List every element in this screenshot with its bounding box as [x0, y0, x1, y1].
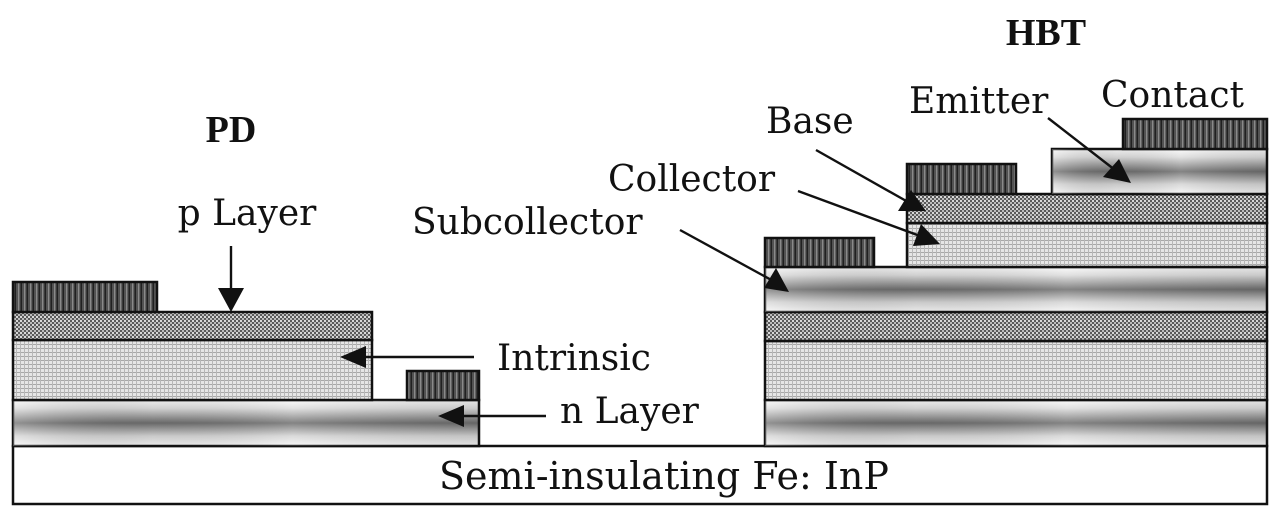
- intrinsic-label: Intrinsic: [497, 338, 651, 379]
- pd-p-contact: [11, 280, 159, 314]
- substrate-layer: [11, 444, 1269, 506]
- n-layer-arrowhead: [438, 405, 464, 427]
- base-label: Base: [766, 101, 854, 142]
- emitter-label: Emitter: [909, 81, 1049, 122]
- p-layer-label: p Layer: [178, 193, 318, 234]
- hbt-base-contact: [905, 162, 1018, 196]
- hbt-bottom-intrinsic-layer: [763, 339, 1269, 402]
- hbt-title: HBT: [1006, 12, 1086, 54]
- pd-device: [11, 280, 481, 448]
- hbt-collector-layer: [905, 221, 1269, 269]
- leader-lines: [218, 117, 1131, 427]
- intrinsic-arrowhead: [340, 346, 366, 368]
- pd-p-layer: [11, 310, 374, 342]
- pd-intrinsic-layer: [11, 338, 374, 402]
- subcollector-arrowhead: [764, 268, 789, 292]
- hbt-collector-contact: [763, 236, 876, 269]
- p-layer-arrowhead: [218, 288, 244, 312]
- contact-label: Contact: [1101, 75, 1244, 116]
- n-layer-label: n Layer: [560, 391, 700, 432]
- hbt-bottom-p-layer: [763, 310, 1269, 343]
- substrate-label: Semi-insulating Fe: InP: [439, 454, 889, 498]
- collector-arrowhead: [913, 224, 940, 246]
- collector-label: Collector: [608, 159, 776, 200]
- hbt-base-layer: [905, 192, 1269, 225]
- subcollector-label: Subcollector: [412, 202, 643, 243]
- emitter-arrowhead: [1103, 159, 1131, 183]
- base-arrowhead: [898, 190, 926, 211]
- hbt-device: [763, 117, 1269, 448]
- hbt-emitter-contact: [1121, 117, 1269, 151]
- pd-title: PD: [206, 109, 257, 151]
- pd-n-contact: [405, 369, 481, 402]
